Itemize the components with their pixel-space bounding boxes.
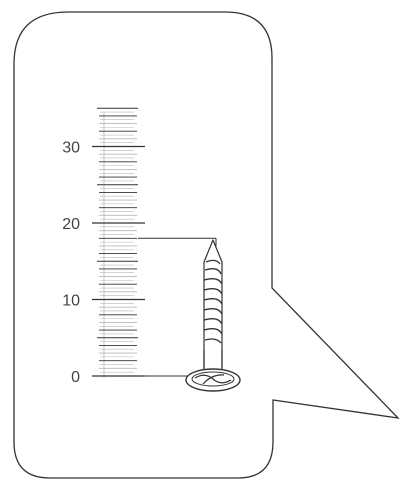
screw-head <box>185 368 241 392</box>
tick-label-0: 0 <box>71 369 80 386</box>
tick-label-30: 30 <box>62 140 80 157</box>
callout-bubble <box>13 11 400 479</box>
ruler-labels: 0 10 20 30 <box>62 140 80 387</box>
tick-label-10: 10 <box>62 293 80 310</box>
screw-icon <box>185 239 241 392</box>
screw-head-slot <box>194 374 232 385</box>
screw-threads <box>203 259 223 344</box>
ruler-ticks <box>92 107 145 377</box>
tick-label-20: 20 <box>62 216 80 233</box>
ruler: 0 10 20 30 <box>62 107 145 387</box>
screw-neck <box>203 350 223 372</box>
screw-head-inner <box>191 371 235 387</box>
